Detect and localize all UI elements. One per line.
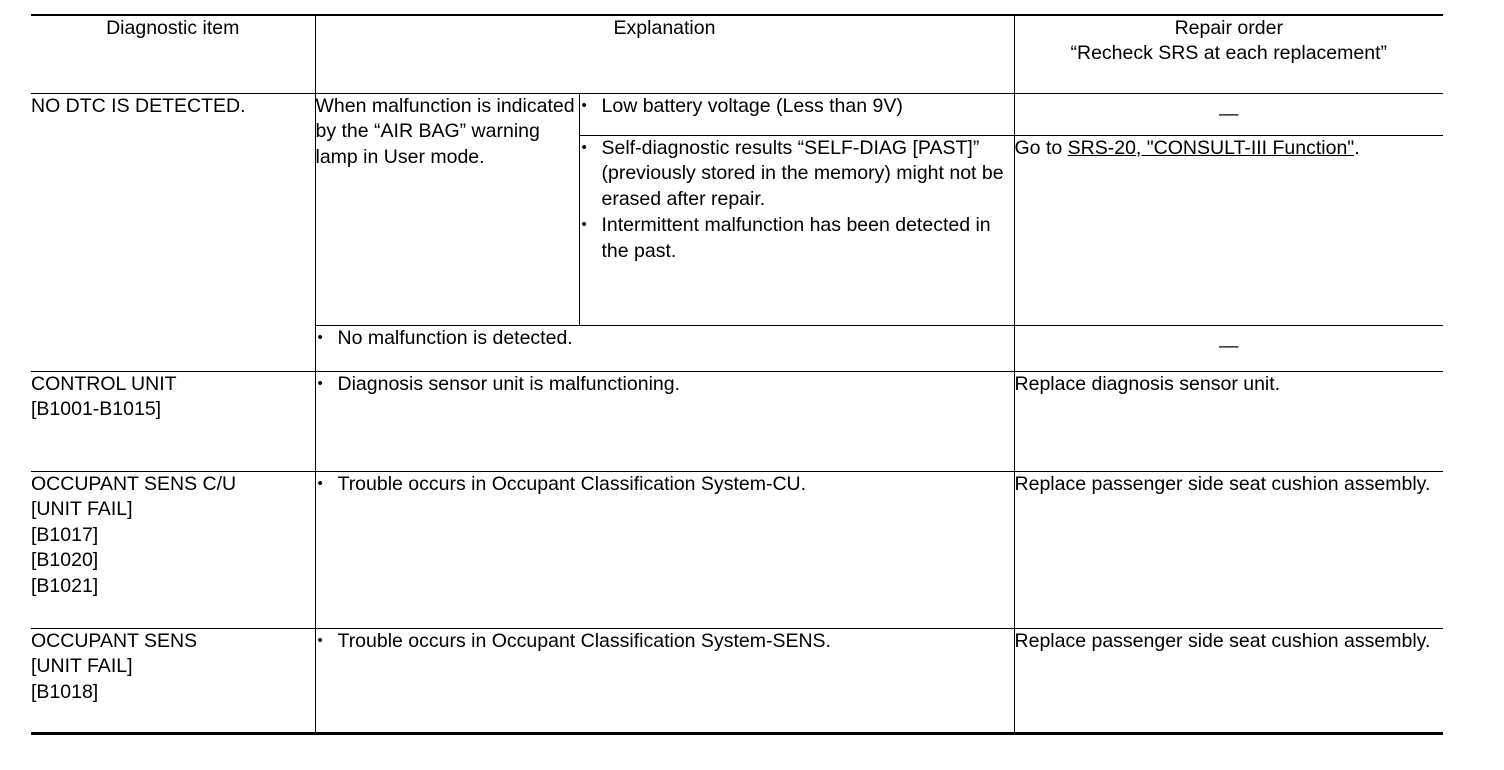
cell-repair-order-goto-link: Go to SRS-20, "CONSULT-III Function".: [1013, 134, 1444, 326]
table-row: No malfunction is detected. —: [31, 324, 1444, 372]
cell-explanation-occupant-sens: Trouble occurs in Occupant Classificatio…: [314, 627, 1015, 732]
diagnostic-item-code: [B1001-B1015]: [31, 398, 162, 420]
list-item: Intermittent malfunction has been detect…: [580, 212, 1014, 264]
goto-suffix: .: [1354, 136, 1360, 159]
list-item: Diagnosis sensor unit is malfunctioning.: [316, 371, 1014, 398]
bullet-list: Low battery voltage (Less than 9V): [580, 93, 1014, 120]
diagnostic-item-line: OCCUPANT SENS C/U: [31, 472, 237, 495]
cell-repair-order-control-unit: Replace diagnosis sensor unit.: [1013, 370, 1444, 472]
diagnostic-item-line: [UNIT FAIL]: [31, 498, 133, 520]
cell-explanation-bullets-low-battery: Low battery voltage (Less than 9V): [578, 92, 1015, 136]
header-repair-order-line2: “Recheck SRS at each replacement”: [1070, 42, 1387, 64]
table-row: Self-diagnostic results “SELF-DIAG [PAST…: [31, 134, 1444, 326]
bullet-list: Trouble occurs in Occupant Classificatio…: [316, 628, 1014, 655]
cell-diagnostic-item-no-dtc: NO DTC IS DETECTED.: [31, 92, 316, 372]
bullet-list: Self-diagnostic results “SELF-DIAG [PAST…: [580, 135, 1014, 265]
list-item: Trouble occurs in Occupant Classificatio…: [316, 471, 1014, 498]
em-dash: —: [1219, 334, 1239, 357]
header-explanation: Explanation: [314, 16, 1015, 93]
diagnostic-item-line: OCCUPANT SENS: [31, 629, 198, 652]
list-item: No malfunction is detected.: [316, 325, 1014, 352]
bullet-list: No malfunction is detected.: [316, 325, 1014, 352]
header-repair-order-line1: Repair order: [1174, 17, 1283, 39]
cell-explanation-bullets-self-diag: Self-diagnostic results “SELF-DIAG [PAST…: [578, 134, 1015, 326]
goto-prefix: Go to: [1014, 136, 1068, 159]
list-item: Self-diagnostic results “SELF-DIAG [PAST…: [580, 135, 1014, 213]
cell-repair-order-occupant-sens: Replace passenger side seat cushion asse…: [1013, 627, 1444, 732]
cell-diagnostic-item-occupant-sens-cu: OCCUPANT SENS C/U [UNIT FAIL] [B1017] [B…: [31, 470, 316, 629]
cell-diagnostic-item-control-unit: CONTROL UNIT [B1001-B1015]: [31, 370, 316, 472]
cell-repair-order-dash-2: —: [1013, 324, 1444, 372]
cell-explanation-no-malfunction: No malfunction is detected.: [314, 324, 1015, 372]
cell-repair-order-dash-1: —: [1013, 92, 1444, 136]
header-diagnostic-item: Diagnostic item: [31, 16, 316, 93]
diagnostic-item-code: [B1018]: [31, 680, 99, 703]
table-header-row: Diagnostic item Explanation Repair order…: [31, 16, 1444, 93]
diagnostic-item-code: [B1021]: [31, 574, 99, 597]
cell-diagnostic-item-occupant-sens: OCCUPANT SENS [UNIT FAIL] [B1018]: [31, 627, 316, 732]
list-item: Low battery voltage (Less than 9V): [580, 93, 1014, 120]
em-dash: —: [1219, 102, 1239, 125]
table-row: CONTROL UNIT [B1001-B1015] Diagnosis sen…: [31, 370, 1444, 472]
table-row: NO DTC IS DETECTED. When malfunction is …: [31, 92, 1444, 372]
bullet-list: Diagnosis sensor unit is malfunctioning.: [316, 371, 1014, 398]
cell-repair-order-occupant-sens-cu: Replace passenger side seat cushion asse…: [1013, 470, 1444, 629]
diagnostic-item-line: CONTROL UNIT: [31, 372, 177, 395]
dtc-index-table: Diagnostic item Explanation Repair order…: [31, 16, 1444, 732]
table-row: OCCUPANT SENS C/U [UNIT FAIL] [B1017] [B…: [31, 470, 1444, 629]
header-repair-order: Repair order “Recheck SRS at each replac…: [1013, 16, 1444, 93]
table-bottom-rule: [31, 731, 1443, 735]
srs-20-consult-iii-function-link[interactable]: SRS-20, "CONSULT-III Function": [1067, 136, 1355, 159]
bullet-list: Trouble occurs in Occupant Classificatio…: [316, 471, 1014, 498]
cell-explanation-occupant-sens-cu: Trouble occurs in Occupant Classificatio…: [314, 470, 1015, 629]
diagnostic-item-code: [B1020]: [31, 549, 99, 571]
cell-explanation-control-unit: Diagnosis sensor unit is malfunctioning.: [314, 370, 1015, 472]
list-item: Trouble occurs in Occupant Classificatio…: [316, 628, 1014, 655]
table-row: OCCUPANT SENS [UNIT FAIL] [B1018] Troubl…: [31, 627, 1444, 732]
cell-explanation-condition: When malfunction is indicated by the “AI…: [314, 92, 580, 326]
diagnostic-item-code: [B1017]: [31, 523, 99, 546]
diagnostic-item-line: [UNIT FAIL]: [31, 655, 133, 677]
repair-order-text: Go to SRS-20, "CONSULT-III Function".: [1015, 137, 1360, 159]
